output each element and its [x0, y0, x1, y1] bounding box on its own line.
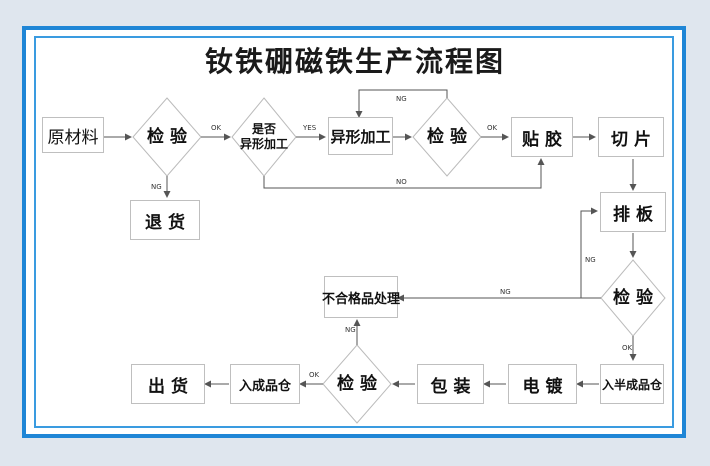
ship-box: 出 货	[131, 364, 205, 404]
edge-shaped-no	[263, 158, 545, 189]
label-ok-inspect2: OK	[487, 124, 498, 132]
inspect-4-diamond	[322, 344, 392, 424]
label-yes-shaped: YES	[302, 124, 317, 132]
semi-storage-box: 入半成品仓	[600, 364, 664, 404]
shaped-process-box: 异形加工	[328, 117, 393, 155]
plating-box: 电 镀	[508, 364, 577, 404]
label-ok-inspect4: OK	[309, 371, 320, 379]
label-ng-loop: NG	[396, 95, 407, 103]
label-ng-inspect3: NG	[500, 288, 511, 296]
finished-storage-box: 入成品仓	[230, 364, 300, 404]
edge-inspect2-ng-loop	[355, 89, 448, 118]
packing-box: 包 装	[417, 364, 484, 404]
label-ok-inspect3: OK	[622, 344, 633, 352]
inner-frame	[34, 36, 674, 428]
label-ok-inspect1: OK	[211, 124, 222, 132]
edge-inspect3-ng-to-arrange	[580, 207, 601, 299]
shaped-decision-line2: 异形加工	[239, 137, 288, 151]
inspect-1-label: 检 验	[147, 126, 187, 147]
label-ng-arrange: NG	[585, 256, 596, 264]
shaped-decision-label: 是否 异形加工	[232, 117, 296, 157]
defect-handling-box: 不合格品处理	[322, 276, 400, 318]
cut-box: 切 片	[598, 117, 664, 157]
raw-material-box: 原材料	[42, 117, 104, 153]
diagram-title: 钕铁硼磁铁生产流程图	[204, 45, 505, 78]
inspect-3-label: 检 验	[613, 287, 653, 308]
label-no-shaped: NO	[396, 178, 407, 186]
label-ng-inspect1: NG	[151, 183, 162, 191]
return-goods-box: 退 货	[130, 200, 200, 240]
shaped-decision-line1: 是否	[251, 122, 276, 136]
label-ng-inspect4: NG	[345, 326, 356, 334]
inspect-4-label: 检 验	[337, 373, 377, 394]
inspect-2-diamond	[412, 97, 482, 177]
arrange-box: 排 板	[600, 192, 666, 232]
inspect-2-label: 检 验	[427, 126, 467, 147]
glue-box: 贴 胶	[511, 117, 573, 157]
